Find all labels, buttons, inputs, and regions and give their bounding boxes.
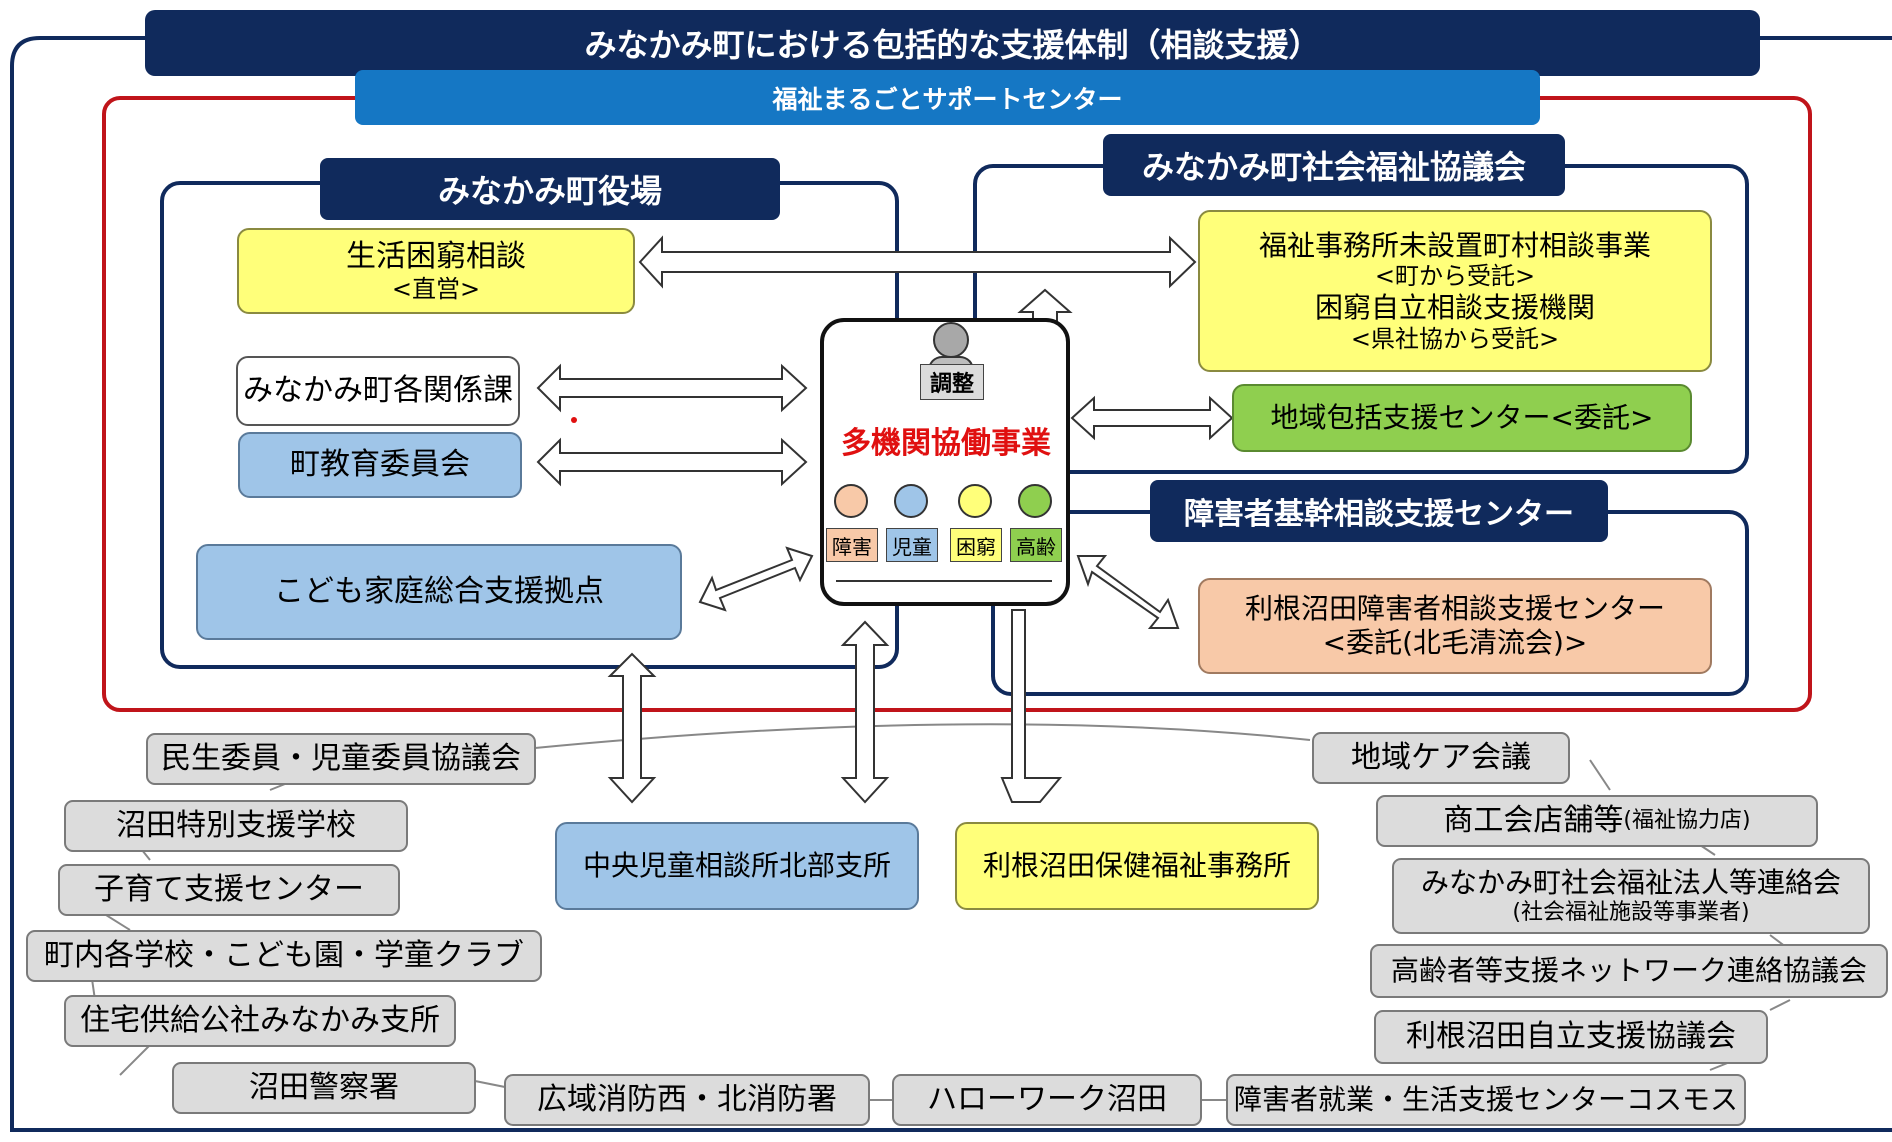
network-curve: [534, 723, 1311, 749]
council-line3: 困窮自立相談支援機関: [1314, 291, 1595, 324]
child-guidance-box: 中央児童相談所北部支所: [555, 822, 919, 910]
network-item-label: 利根沼田自立支援協議会: [1406, 1019, 1736, 1054]
network-item: 広域消防西・北消防署: [504, 1074, 870, 1126]
network-item-note: (社会福祉施設等事業者): [1512, 899, 1750, 925]
council-line4: <県社協から受託>: [1350, 324, 1560, 353]
person-text-elderly: 高齢: [1016, 534, 1056, 559]
child-guidance-label: 中央児童相談所北部支所: [582, 849, 891, 883]
disability-header: 障害者基幹相談支援センター: [1150, 480, 1608, 542]
disability-line2: <委託(北毛清流会)>: [1322, 626, 1588, 659]
houkatsu-box: 地域包括支援センター<委託>: [1232, 384, 1692, 452]
houkatsu-label: 地域包括支援センター<委託>: [1270, 401, 1654, 435]
arrow-v3: [1000, 609, 1063, 803]
network-item-label: みなかみ町社会福祉法人等連絡会: [1420, 866, 1841, 899]
arrow-center-houkatsu: [1070, 395, 1234, 441]
person-bases: [836, 562, 1052, 582]
network-item-label: 町内各学校・こども園・学童クラブ: [44, 938, 524, 973]
coordinator-label: 調整: [920, 364, 984, 400]
town-office-title: みなかみ町役場: [437, 172, 662, 210]
person-text-disability: 障害: [832, 534, 872, 559]
health-welfare-box: 利根沼田保健福祉事務所: [955, 822, 1319, 910]
disability-line1: 利根沼田障害者相談支援センター: [1244, 592, 1665, 626]
network-item: 高齢者等支援ネットワーク連絡協議会: [1370, 944, 1888, 998]
network-item: 商工会店舗等 (福祉協力店): [1376, 795, 1818, 847]
town-office-header: みなかみ町役場: [320, 158, 780, 220]
kodomo-label: こども家庭総合支援拠点: [274, 574, 604, 609]
edu-board-label: 町教育委員会: [290, 447, 470, 482]
network-item: 子育て支援センター: [58, 864, 400, 916]
life-consult-label: 生活困窮相談: [346, 238, 526, 274]
council-consult-box: 福祉事務所未設置町村相談事業 <町から受託> 困窮自立相談支援機関 <県社協から…: [1198, 210, 1712, 372]
network-item-label: ハローワーク沼田: [927, 1082, 1167, 1117]
network-item: みなかみ町社会福祉法人等連絡会 (社会福祉施設等事業者): [1392, 858, 1870, 934]
council-title: みなかみ町社会福祉協議会: [1141, 148, 1526, 186]
network-item-label: 障害者就業・生活支援センターコスモス: [1233, 1083, 1738, 1117]
person-text-poverty: 困窮: [956, 534, 996, 559]
town-depts-box: みなかみ町各関係課: [236, 356, 520, 426]
subtitle: 福祉まるごとサポートセンター: [772, 84, 1123, 114]
person-label-elderly: 高齢: [1010, 528, 1062, 562]
life-consult-box: 生活困窮相談 <直営>: [237, 228, 635, 314]
kodomo-box: こども家庭総合支援拠点: [196, 544, 682, 640]
network-item: 町内各学校・こども園・学童クラブ: [26, 930, 542, 982]
disability-title: 障害者基幹相談支援センター: [1184, 497, 1574, 532]
network-item: 住宅供給公社みなかみ支所: [64, 995, 456, 1047]
person-label-child: 児童: [886, 528, 938, 562]
network-item: 民生委員・児童委員協議会: [146, 733, 536, 785]
red-dot: [571, 417, 577, 423]
network-item: 沼田警察署: [172, 1062, 476, 1114]
network-item-label: 高齢者等支援ネットワーク連絡協議会: [1390, 954, 1867, 988]
person-text-child: 児童: [892, 534, 932, 559]
life-consult-note: <直営>: [391, 274, 481, 303]
person-head-poverty: [958, 484, 992, 518]
network-item-note: (福祉協力店): [1623, 807, 1751, 833]
council-line2: <町から受託>: [1374, 262, 1536, 291]
network-item: 地域ケア会議: [1312, 732, 1570, 784]
network-item-label: 沼田特別支援学校: [116, 808, 356, 843]
council-line1: 福祉事務所未設置町村相談事業: [1258, 228, 1651, 262]
coordinator-head: [933, 322, 969, 358]
center-title: 多機関協働事業: [841, 426, 1051, 461]
arrow-depts-center: [536, 363, 808, 413]
edu-board-box: 町教育委員会: [238, 432, 522, 498]
arrow-v1: [607, 652, 657, 804]
network-item-label: 住宅供給公社みなかみ支所: [80, 1003, 440, 1038]
network-item-label: 広域消防西・北消防署: [537, 1082, 837, 1117]
subtitle-banner: 福祉まるごとサポートセンター: [355, 70, 1540, 125]
network-item-label: 民生委員・児童委員協議会: [161, 741, 521, 776]
network-item: 障害者就業・生活支援センターコスモス: [1226, 1074, 1746, 1126]
arrow-center-disability: [1076, 555, 1180, 629]
network-item: ハローワーク沼田: [892, 1074, 1202, 1126]
network-item: 利根沼田自立支援協議会: [1374, 1010, 1768, 1064]
person-head-elderly: [1018, 484, 1052, 518]
network-item-label: 商工会店舗等: [1443, 803, 1624, 838]
network-item-label: 子育て支援センター: [94, 872, 364, 907]
person-label-disability: 障害: [826, 528, 878, 562]
council-header: みなかみ町社会福祉協議会: [1103, 134, 1565, 196]
person-label-poverty: 困窮: [950, 528, 1002, 562]
health-welfare-label: 利根沼田保健福祉事務所: [982, 849, 1291, 883]
coordinator-text: 調整: [929, 372, 974, 397]
town-depts-label: みなかみ町各関係課: [243, 373, 513, 408]
main-title-banner: みなかみ町における包括的な支援体制（相談支援）: [145, 10, 1760, 76]
main-title: みなかみ町における包括的な支援体制（相談支援）: [584, 26, 1321, 64]
disability-center-box: 利根沼田障害者相談支援センター <委託(北毛清流会)>: [1198, 578, 1712, 674]
arrow-life-council: [638, 235, 1197, 289]
person-head-disability: [834, 484, 868, 518]
network-item-label: 地域ケア会議: [1351, 740, 1531, 775]
arrow-board-center: [536, 437, 808, 487]
arrow-kodomo-center: [698, 546, 814, 612]
outer-frame: [10, 36, 1892, 1132]
network-item: 沼田特別支援学校: [64, 800, 408, 852]
arrow-v2: [840, 620, 890, 804]
network-item-label: 沼田警察署: [249, 1070, 399, 1105]
person-head-child: [894, 484, 928, 518]
